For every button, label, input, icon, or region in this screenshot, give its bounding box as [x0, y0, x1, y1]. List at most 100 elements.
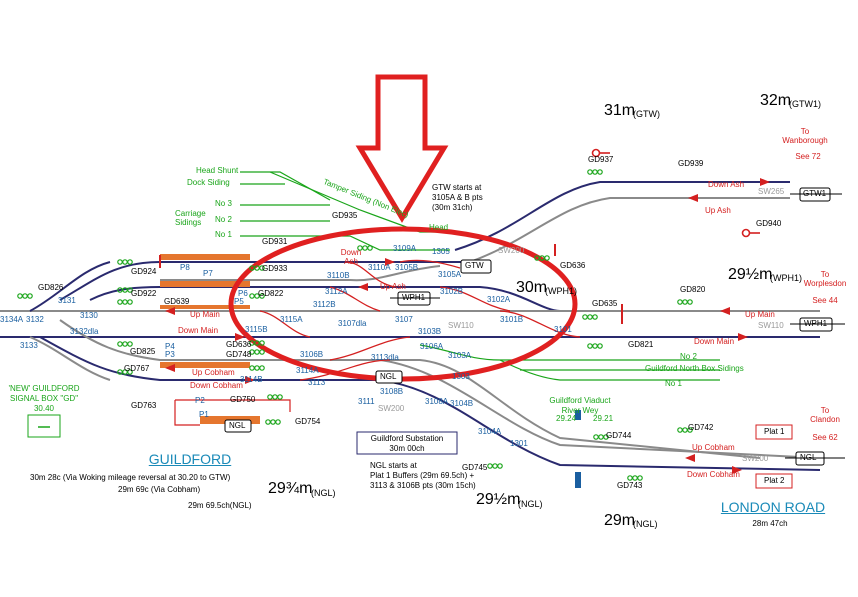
dest-see62: See 62	[812, 433, 838, 442]
note-substation-1: 30m 00ch	[389, 444, 425, 453]
platform-label-p1: P1	[199, 410, 209, 419]
signal-head-light	[597, 169, 603, 175]
down-main-up-line	[89, 286, 820, 312]
dest-see44: See 44	[812, 296, 838, 305]
signal-gd940: GD940	[756, 219, 782, 228]
signal-head-light	[272, 394, 278, 400]
sw-265: SW265	[758, 187, 785, 196]
point-1301: 1301	[510, 439, 528, 448]
crossover-3115	[259, 310, 311, 338]
milepost-29: 29m	[604, 512, 636, 529]
note-ngl-2: 3113 & 3106B pts (30m 15ch)	[370, 481, 476, 490]
platform-label-p6: P6	[238, 289, 248, 298]
box-gtw-text: GTW	[465, 261, 484, 270]
signal-head-light	[682, 299, 688, 305]
point-3107: 3107	[395, 315, 413, 324]
signal-gd937: GD937	[588, 155, 614, 164]
signal-gd750: GD750	[230, 395, 256, 404]
siding-no1-label: No 1	[215, 230, 232, 239]
box-wph1-text: WPH1	[402, 293, 426, 302]
signal-gd763: GD763	[131, 401, 157, 410]
signal-gd767: GD767	[124, 364, 150, 373]
siding-north-box-2	[419, 344, 720, 361]
point-3105b: 3105B	[395, 263, 419, 272]
siding-nb-no1: No 1	[665, 379, 682, 388]
arrow-down-main-l	[235, 333, 245, 341]
signal-head-light	[682, 427, 688, 433]
point-3112a: 3112A	[325, 287, 348, 296]
dest-clandon: To Clandon	[810, 406, 840, 424]
platform-label-p4: P4	[165, 342, 175, 351]
milepost-29hn: 29½m	[476, 491, 521, 508]
signal-head-light	[117, 341, 123, 347]
arrow-up-main-r	[720, 307, 730, 315]
platform-label-p8: P8	[180, 263, 190, 272]
line-down-cobham-l: Down Cobham	[190, 381, 243, 390]
signal-head-light	[597, 343, 603, 349]
line-down-ash-c: Down Ash	[340, 248, 362, 266]
platform-label-p2: P2	[195, 396, 205, 405]
signal-head-light	[592, 343, 598, 349]
milepost-31m-sub: (GTW)	[633, 109, 660, 119]
signal-head-light	[603, 434, 609, 440]
guildford-note-1: 29m 69c (Via Cobham)	[118, 485, 201, 494]
signal-head-light	[267, 394, 273, 400]
line-down-cobham-r: Down Cobham	[687, 470, 740, 479]
signal-gd822: GD822	[258, 289, 284, 298]
line-down-ash: Down Ash	[708, 180, 745, 189]
siding-head-label: Head	[429, 223, 449, 232]
point-3109a: 3109A	[393, 244, 417, 253]
left-crossover-b	[29, 336, 111, 381]
siding-no2-label: No 2	[215, 215, 232, 224]
signal-head-light	[592, 314, 598, 320]
signal-gd821: GD821	[628, 340, 654, 349]
signal-head-light	[544, 255, 550, 261]
point-3130: 3130	[80, 311, 98, 320]
key-icon	[591, 148, 601, 158]
point-3133: 3133	[20, 341, 38, 350]
point-3131: 3131	[58, 296, 76, 305]
point-3113: 3113	[308, 378, 326, 387]
signal-head-light	[127, 369, 133, 375]
direction-arrows	[165, 178, 770, 474]
signal-gd754: GD754	[295, 417, 321, 426]
crossover-3105	[399, 259, 461, 269]
line-down-main-l: Down Main	[178, 326, 219, 335]
arrow-up-cobham-l	[165, 364, 175, 372]
signal-head-light	[637, 475, 643, 481]
annotation-arrow	[355, 74, 449, 223]
signal-head-light	[259, 265, 265, 271]
point-3104a: 3104A	[478, 427, 502, 436]
sw-200b: SW200	[742, 454, 769, 463]
signal-head-light	[122, 299, 128, 305]
siding-dock-label: Dock Siding	[187, 178, 230, 187]
signal-head-light	[497, 463, 503, 469]
signal-head-light	[17, 293, 23, 299]
signal-head-light	[254, 365, 260, 371]
london-road-note: 28m 47ch	[752, 519, 788, 528]
signal-head-light	[593, 434, 599, 440]
crossover-3112	[329, 286, 381, 312]
note-signal-box-1: SIGNAL BOX "GD"	[9, 394, 79, 403]
signal-head-light	[127, 299, 133, 305]
line-down-main-r: Down Main	[694, 337, 735, 346]
signal-head-light	[687, 299, 693, 305]
up-ash-line	[469, 197, 790, 263]
arrow-down-cobham-l	[245, 376, 255, 384]
signal-gd742: GD742	[688, 423, 714, 432]
p4-track	[59, 319, 761, 459]
signal-head-light	[677, 427, 683, 433]
point-3105a: 3105A	[438, 270, 462, 279]
dest-worplesdon: To Worplesdon	[803, 270, 847, 288]
box-plat2-text: Plat 2	[764, 476, 785, 485]
point-3114a: 3114A	[296, 366, 319, 375]
point-3108a: 3108A	[425, 397, 449, 406]
point-3106a: 3106A	[420, 342, 444, 351]
guildford-note-0: 30m 28c (Via Woking mileage reversal at …	[30, 473, 231, 482]
left-crossover-a	[29, 261, 111, 312]
dest-see72: See 72	[795, 152, 821, 161]
point-3110b: 3110B	[327, 271, 350, 280]
signal-head-light	[492, 463, 498, 469]
